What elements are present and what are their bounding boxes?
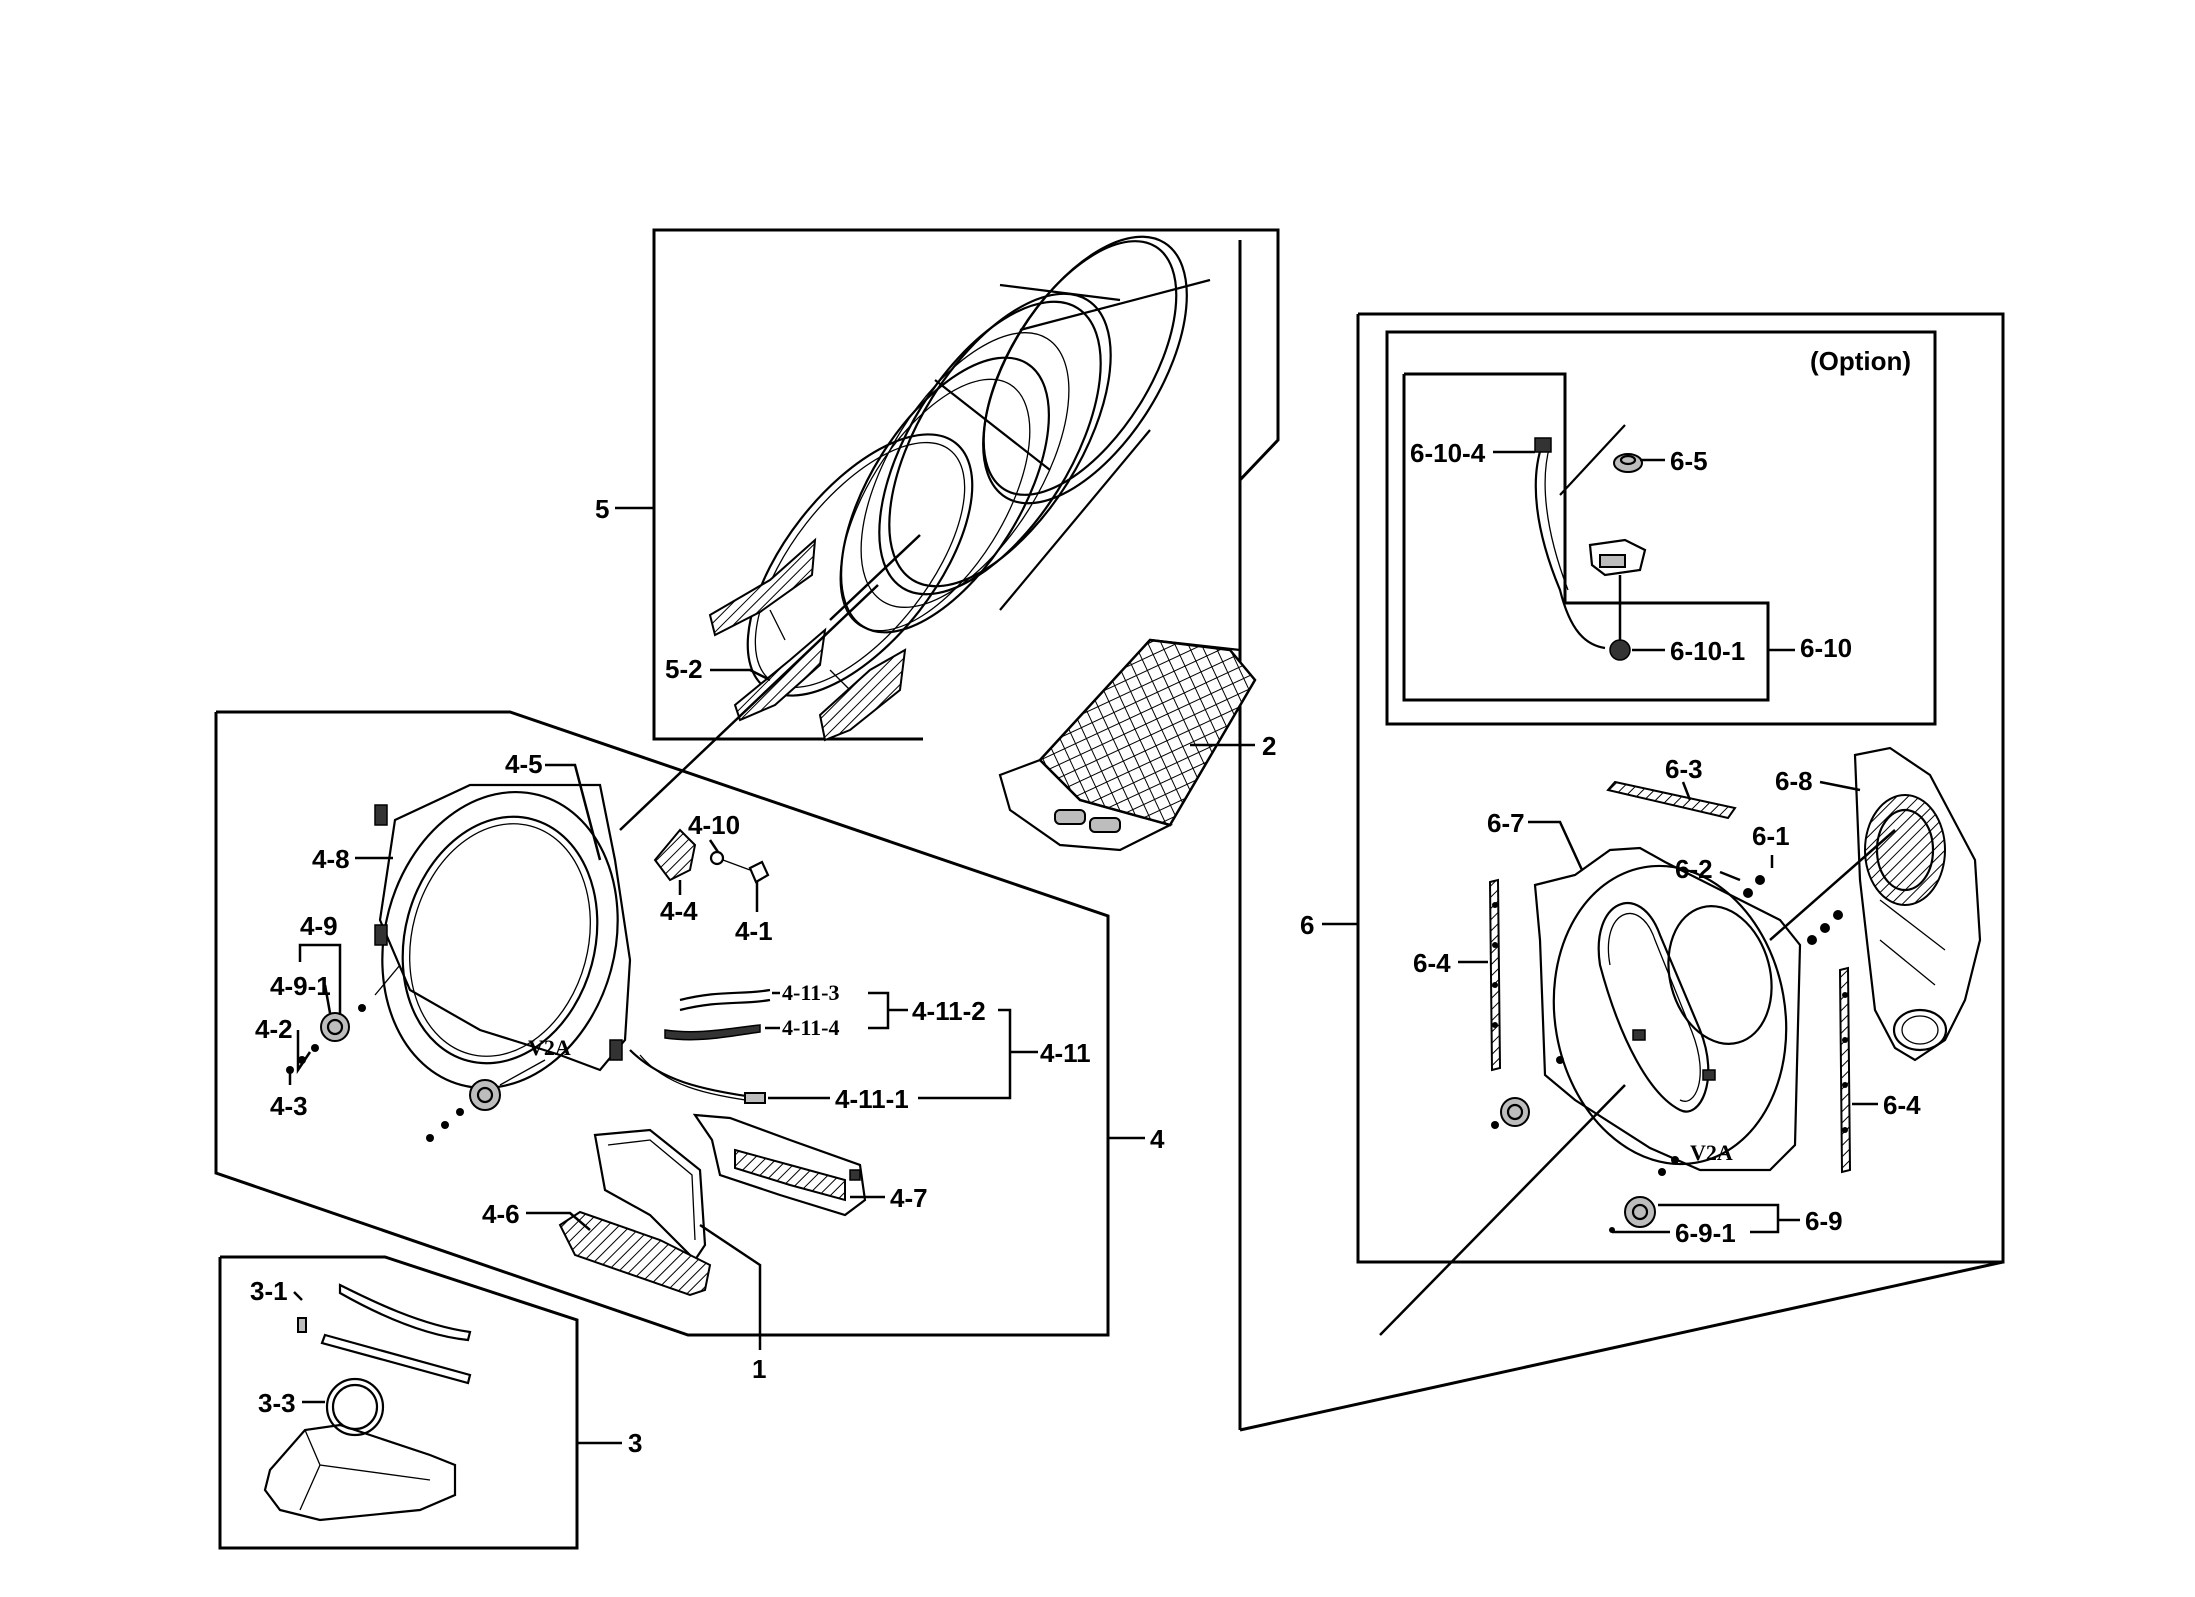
label-6-1: 6-1 — [1752, 821, 1790, 851]
group-6-rear-assembly: 6 (Option) 6-10-4 6-5 6-10-1 6-10 — [1239, 312, 2005, 1432]
group-3-boundary — [218, 1255, 579, 1550]
leader-4-9-1 — [323, 984, 332, 1014]
side-strip-left — [1488, 878, 1502, 1072]
group-3-parts — [263, 1283, 472, 1522]
leader-4-5 — [545, 763, 602, 861]
label-4-6: 4-6 — [482, 1199, 520, 1229]
leader-drum — [829, 534, 921, 621]
leader-rear-panel-diag — [1379, 1084, 1626, 1336]
label-4-2: 4-2 — [255, 1014, 293, 1044]
label-3-3: 3-3 — [258, 1388, 296, 1418]
bracket-4-11 — [918, 1008, 1012, 1100]
group-3-lower-assembly: 3-1 3-3 3 — [218, 1255, 642, 1550]
leader-1 — [699, 1223, 762, 1350]
label-4-11-4: 4-11-4 — [782, 1015, 839, 1040]
label-4-9-1: 4-9-1 — [270, 971, 331, 1001]
label-6: 6 — [1300, 910, 1314, 940]
wire-harness-parts — [629, 988, 771, 1104]
leader-4-9 — [298, 943, 342, 1015]
drum-lifter-parts — [708, 537, 907, 742]
label-6-10-4: 6-10-4 — [1410, 438, 1486, 468]
roller-parts-left — [286, 964, 546, 1142]
side-strip-right — [1838, 966, 1852, 1174]
option-inner-bracket — [1402, 372, 1770, 702]
duct-cover-part — [692, 1113, 867, 1217]
label-4-7: 4-7 — [890, 1183, 928, 1213]
group-5-drum-assembly: 5 5-2 — [595, 228, 1280, 1430]
label-4-11-2: 4-11-2 — [912, 996, 986, 1026]
leader-6-7 — [1528, 820, 1584, 871]
bracket-6-3-part — [1606, 780, 1737, 820]
label-4-3: 4-3 — [270, 1091, 308, 1121]
label-4-10: 4-10 — [688, 810, 740, 840]
roller-parts-right — [1491, 1056, 1679, 1233]
label-4-4: 4-4 — [660, 896, 698, 926]
label-6-5: 6-5 — [1670, 446, 1708, 476]
label-4-11: 4-11 — [1040, 1038, 1091, 1068]
label-6-2: 6-2 — [1675, 854, 1713, 884]
label-4-5: 4-5 — [505, 749, 543, 779]
label-2: 2 — [1262, 731, 1276, 761]
leader-3-1 — [293, 1291, 303, 1301]
label-6-3: 6-3 — [1665, 754, 1703, 784]
group-5-boundary — [652, 228, 1280, 741]
screw-parts — [1743, 875, 1843, 945]
label-5-2: 5-2 — [665, 654, 703, 684]
svg-text:V2A: V2A — [1690, 1140, 1733, 1165]
option-parts — [1534, 424, 1647, 661]
leader-4-2 — [296, 1030, 312, 1075]
label-6-9-1: 6-9-1 — [1675, 1218, 1736, 1248]
lint-duct-part — [558, 1128, 712, 1297]
leader-4-10 — [708, 839, 720, 853]
group-4-front-frame: V2A 4-5 4-8 4-10 4-4 4-1 — [214, 710, 1165, 1384]
label-1: 1 — [752, 1354, 766, 1384]
option-box — [1385, 330, 1937, 726]
label-6-10-1: 6-10-1 — [1670, 636, 1745, 666]
label-6-10: 6-10 — [1800, 633, 1852, 663]
svg-text:V2A: V2A — [528, 1035, 571, 1060]
label-6-9: 6-9 — [1805, 1206, 1843, 1236]
part-2-lint-filter: 2 — [998, 638, 1276, 852]
door-switch-parts — [653, 828, 770, 884]
label-5: 5 — [595, 494, 609, 524]
group-4-boundary — [214, 710, 1110, 1337]
bracket-4-11-2 — [868, 991, 890, 1030]
label-4-1: 4-1 — [735, 916, 773, 946]
leader-drum-to-frame — [619, 584, 879, 831]
leader-6-2 — [1719, 870, 1741, 882]
leader-4-6 — [526, 1211, 591, 1231]
label-6-7: 6-7 — [1487, 808, 1525, 838]
leader-6-3 — [1681, 781, 1692, 801]
leader-5-2 — [710, 668, 771, 682]
group-6-divider-line — [1239, 1260, 2004, 1432]
label-4-11-1: 4-11-1 — [835, 1084, 909, 1114]
label-option: (Option) — [1810, 346, 1911, 376]
drum-part — [839, 235, 1211, 634]
label-4-8: 4-8 — [312, 844, 350, 874]
leader-6-8 — [1819, 780, 1861, 792]
bracket-6-9 — [1658, 1203, 1780, 1234]
leader-duct-link — [1769, 829, 1896, 941]
label-6-4a: 6-4 — [1413, 948, 1451, 978]
label-3: 3 — [628, 1428, 642, 1458]
blower-duct-part — [1853, 746, 1982, 1062]
label-6-4b: 6-4 — [1883, 1090, 1921, 1120]
label-3-1: 3-1 — [250, 1276, 288, 1306]
label-4: 4 — [1150, 1124, 1165, 1154]
front-frame-part: V2A — [374, 783, 632, 1090]
label-4-11-3: 4-11-3 — [782, 980, 839, 1005]
rear-panel-part: V2A — [1533, 846, 1802, 1172]
label-6-8: 6-8 — [1775, 766, 1813, 796]
label-4-9: 4-9 — [300, 911, 338, 941]
